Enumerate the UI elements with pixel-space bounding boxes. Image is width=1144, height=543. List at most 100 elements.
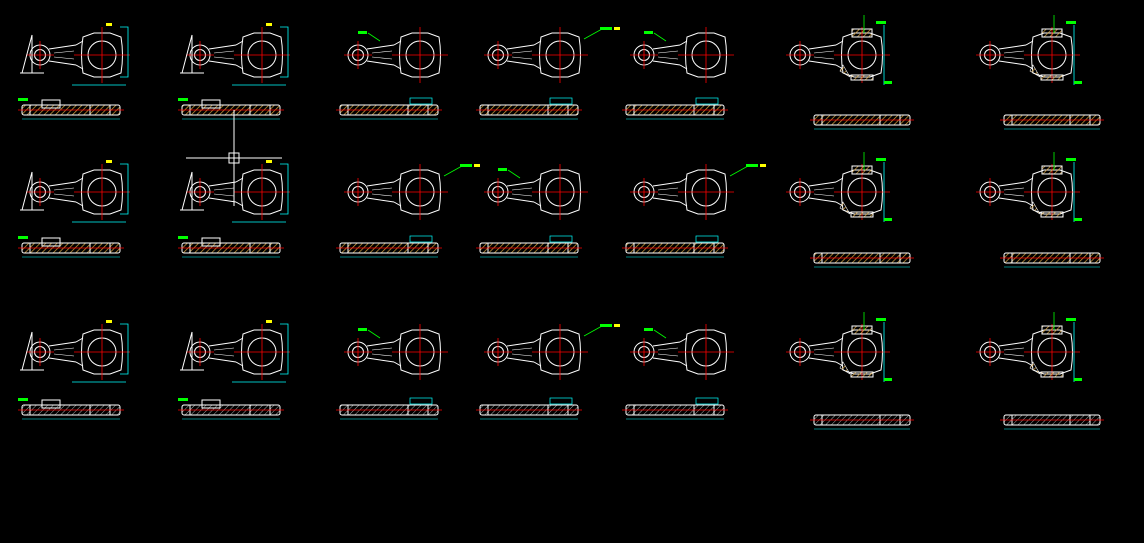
- hatched-fillet: [1029, 361, 1041, 375]
- big-end-shoulder: [835, 337, 844, 343]
- big-end-shoulder: [1025, 337, 1034, 343]
- annotation-tag: [1066, 158, 1076, 161]
- boss-section: [851, 165, 873, 175]
- clamp-block: [201, 237, 221, 247]
- annotation-tag: [178, 236, 188, 239]
- rod-web: [213, 50, 235, 60]
- leader-line: [367, 329, 381, 339]
- drawing-sheet-r0c4: [622, 27, 734, 120]
- cap-section: [850, 211, 874, 218]
- dimension-line: [280, 26, 289, 78]
- annotation-tag: [358, 31, 367, 34]
- big-end-outline: [241, 329, 283, 375]
- drawing-sheet-r2c1: [178, 320, 290, 420]
- leader-line: [367, 32, 381, 42]
- dimension-tag: [106, 23, 112, 26]
- big-end-shoulder: [1025, 177, 1034, 183]
- rod-shank: [506, 44, 535, 66]
- annotation-tag: [614, 27, 620, 30]
- big-end-shoulder: [393, 40, 402, 46]
- rod-web: [813, 347, 835, 357]
- annotation-tag: [498, 168, 507, 171]
- cap-section: [850, 74, 874, 81]
- big-end-shoulder: [235, 40, 244, 46]
- dimension-line: [120, 323, 129, 375]
- pickbox: [228, 152, 240, 164]
- annotation-tag: [474, 164, 480, 167]
- annotation-tag: [18, 98, 28, 101]
- annotation-tag: [600, 324, 612, 327]
- leader-line: [653, 32, 667, 42]
- dimension-box: [409, 97, 433, 105]
- annotation-tag: [1074, 81, 1082, 84]
- rod-shank: [808, 341, 837, 363]
- rod-shank: [652, 44, 681, 66]
- dimension-line: [280, 163, 289, 215]
- big-end-outline: [539, 169, 581, 215]
- drawing-sheet-r2c0: [18, 320, 130, 420]
- hatched-fillet: [1029, 201, 1041, 215]
- annotation-tag: [884, 81, 892, 84]
- rod-shank: [208, 181, 237, 203]
- rod-web: [511, 347, 533, 357]
- big-end-shoulder: [679, 361, 688, 367]
- rod-shank: [998, 181, 1027, 203]
- dimension-box: [549, 397, 573, 405]
- big-end-shoulder: [533, 40, 542, 46]
- annotation-tag: [876, 21, 886, 24]
- rod-shank: [208, 341, 237, 363]
- hatched-fillet: [839, 361, 851, 375]
- dimension-box: [409, 235, 433, 243]
- boss-section: [1041, 28, 1063, 38]
- big-end-shoulder: [679, 201, 688, 207]
- big-end-shoulder: [75, 337, 84, 343]
- big-end-outline: [241, 169, 283, 215]
- rod-shank: [808, 181, 837, 203]
- rod-web: [371, 50, 393, 60]
- hatched-fillet: [1029, 64, 1041, 78]
- annotation-tag: [460, 164, 472, 167]
- big-end-shoulder: [75, 201, 84, 207]
- big-end-outline: [841, 169, 883, 215]
- rod-web: [213, 347, 235, 357]
- annotation-tag: [876, 318, 886, 321]
- drawing-sheet-r0c2: [336, 27, 448, 120]
- rod-web: [371, 347, 393, 357]
- cap-section: [850, 371, 874, 378]
- rod-shank: [48, 44, 77, 66]
- rod-shank: [808, 44, 837, 66]
- rod-shank: [652, 181, 681, 203]
- big-end-shoulder: [235, 337, 244, 343]
- boss-section: [1041, 325, 1063, 335]
- big-end-shoulder: [393, 177, 402, 183]
- clamp-block: [201, 399, 221, 409]
- drawing-sheet-r0c6: [976, 15, 1104, 130]
- rod-web: [53, 187, 75, 197]
- cap-section: [1040, 74, 1064, 81]
- rod-web: [657, 50, 679, 60]
- drawing-sheet-r0c0: [18, 23, 130, 120]
- big-end-outline: [1031, 329, 1073, 375]
- big-end-shoulder: [393, 337, 402, 343]
- annotation-tag: [18, 398, 28, 401]
- annotation-tag: [644, 328, 653, 331]
- big-end-shoulder: [75, 361, 84, 367]
- big-end-outline: [685, 169, 727, 215]
- drawing-sheet-r2c4: [622, 324, 734, 420]
- drawing-sheet-r2c3: [476, 324, 620, 420]
- big-end-shoulder: [533, 361, 542, 367]
- rod-web: [1003, 347, 1025, 357]
- rod-shank: [506, 181, 535, 203]
- annotation-tag: [600, 27, 612, 30]
- big-end-shoulder: [235, 361, 244, 367]
- drawing-sheet-r2c6: [976, 312, 1104, 430]
- leader-line: [729, 165, 749, 177]
- leader-line: [583, 28, 603, 40]
- clamp-block: [41, 237, 61, 247]
- big-end-outline: [841, 329, 883, 375]
- annotation-tag: [884, 378, 892, 381]
- annotation-tag: [178, 398, 188, 401]
